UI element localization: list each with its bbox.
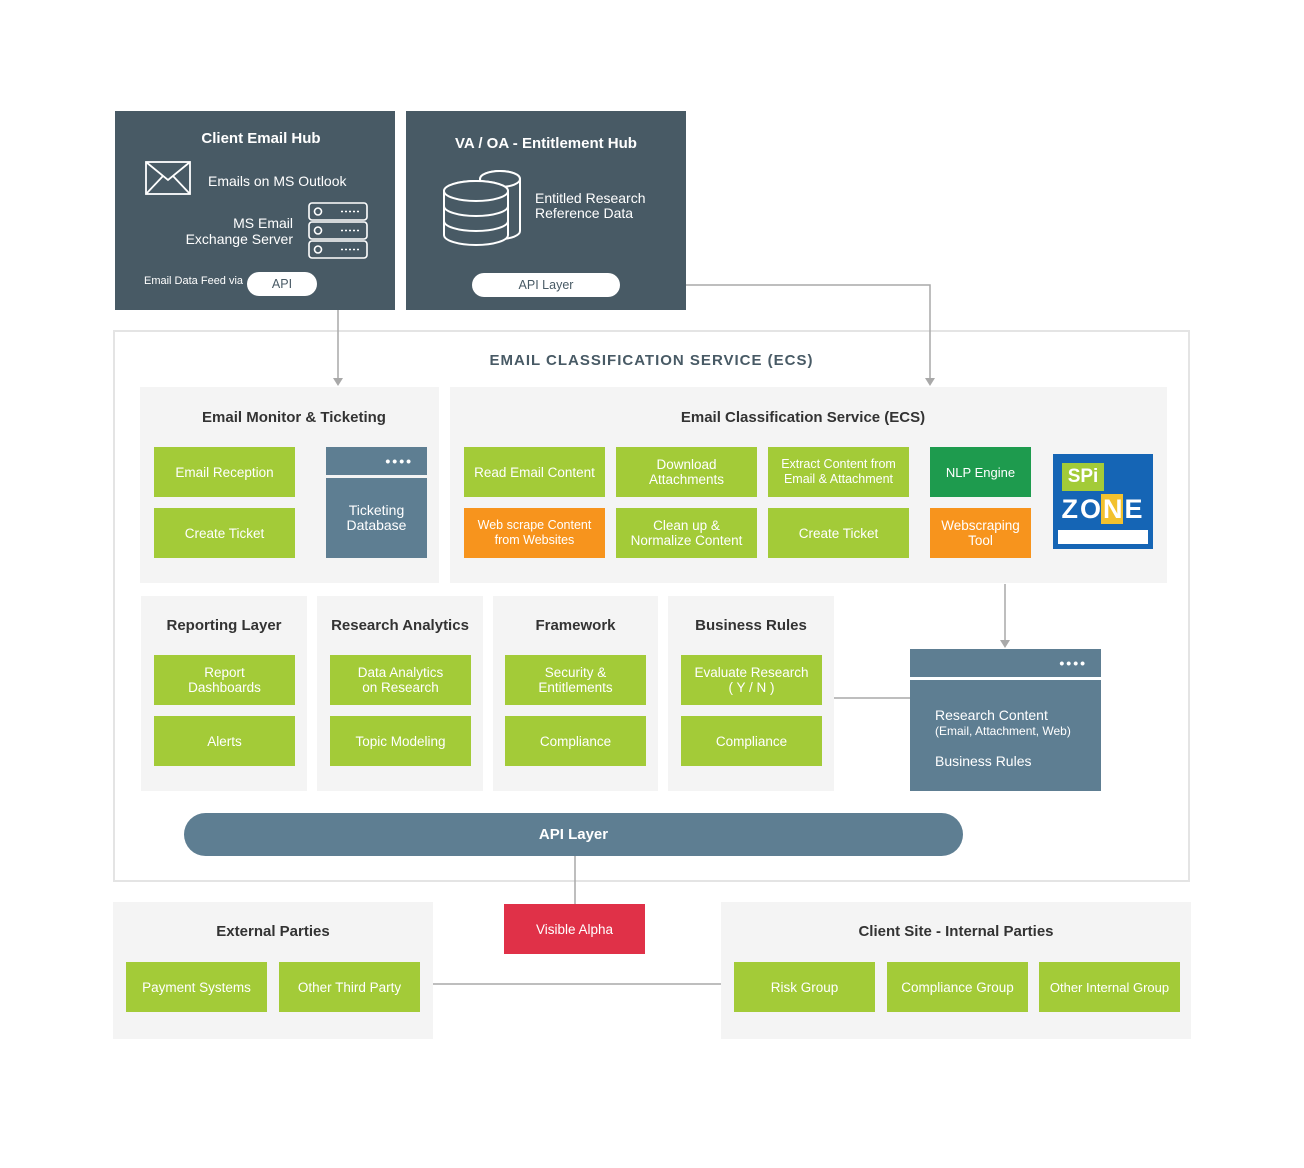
payment-systems-box[interactable]: Payment Systems — [126, 962, 267, 1012]
framework-panel: Framework Security & Entitlements Compli… — [493, 596, 658, 791]
ecs-title: Email Classification Service (ECS) — [680, 409, 926, 426]
monitor-panel: Email Monitor & Ticketing Email Receptio… — [140, 387, 439, 583]
research-db-header: •••• — [910, 649, 1101, 677]
framework-title: Framework — [535, 617, 616, 634]
entitlement-hub-title: VA / OA - Entitlement Hub — [455, 135, 637, 152]
reporting-title: Reporting Layer — [166, 617, 282, 634]
outlook-label: Emails on MS Outlook — [208, 173, 347, 189]
email-reception-box[interactable]: Email Reception — [154, 447, 295, 497]
alerts-box[interactable]: Alerts — [154, 716, 295, 766]
business-rules-label: Business Rules — [935, 753, 1032, 769]
ecs-section-title: EMAIL CLASSIFICATION SERVICE (ECS) — [489, 352, 814, 369]
data-analytics-box[interactable]: Data Analytics on Research — [330, 655, 471, 705]
research-content-label: Research Content — [935, 707, 1048, 723]
research-content-sub: (Email, Attachment, Web) — [935, 724, 1071, 738]
external-title: External Parties — [216, 923, 330, 940]
api-layer-pill[interactable]: API Layer — [472, 273, 620, 297]
clean-up-box[interactable]: Clean up & Normalize Content — [616, 508, 757, 558]
spi-zone-logo: SPi ZONE — [1053, 454, 1153, 549]
create-ticket-box[interactable]: Create Ticket — [154, 508, 295, 558]
read-email-box[interactable]: Read Email Content — [464, 447, 605, 497]
reporting-panel: Reporting Layer Report Dashboards Alerts — [141, 596, 307, 791]
feed-label: Email Data Feed via — [144, 275, 244, 287]
nlp-engine-box[interactable]: NLP Engine — [930, 447, 1031, 497]
extract-content-box[interactable]: Extract Content from Email & Attachment — [768, 447, 909, 497]
web-scrape-box[interactable]: Web scrape Content from Websites — [464, 508, 605, 558]
monitor-title: Email Monitor & Ticketing — [202, 409, 386, 426]
logo-zone-text: ZONE — [1061, 494, 1145, 524]
security-entitlements-box[interactable]: Security & Entitlements — [505, 655, 646, 705]
external-parties-panel: External Parties Payment Systems Other T… — [113, 902, 433, 1039]
client-hub-title: Client Email Hub — [201, 130, 321, 147]
ecs-outer-frame — [113, 330, 1190, 882]
framework-compliance-box[interactable]: Compliance — [505, 716, 646, 766]
business-rules-title: Business Rules — [695, 617, 807, 634]
api-layer-bar[interactable]: API Layer — [184, 813, 963, 856]
internal-title: Client Site - Internal Parties — [858, 923, 1054, 940]
database-icon — [443, 170, 521, 246]
other-internal-group-box[interactable]: Other Internal Group — [1039, 962, 1180, 1012]
exchange-label: MS Email Exchange Server — [185, 215, 293, 247]
analytics-title: Research Analytics — [331, 617, 469, 634]
ecs-panel: Email Classification Service (ECS) Read … — [450, 387, 1167, 583]
research-db-body[interactable]: Research Content (Email, Attachment, Web… — [910, 680, 1101, 791]
ticketing-db-header: •••• — [326, 447, 427, 475]
topic-modeling-box[interactable]: Topic Modeling — [330, 716, 471, 766]
report-dashboards-box[interactable]: Report Dashboards — [154, 655, 295, 705]
other-third-party-box[interactable]: Other Third Party — [279, 962, 420, 1012]
entitlement-hub: VA / OA - Entitlement Hub Entitled Resea… — [406, 111, 686, 310]
rules-compliance-box[interactable]: Compliance — [681, 716, 822, 766]
logo-spi-text: SPi — [1062, 463, 1104, 491]
server-icon — [308, 202, 368, 259]
evaluate-research-box[interactable]: Evaluate Research ( Y / N ) — [681, 655, 822, 705]
internal-parties-panel: Client Site - Internal Parties Risk Grou… — [721, 902, 1191, 1039]
download-attachments-box[interactable]: Download Attachments — [616, 447, 757, 497]
envelope-icon — [145, 161, 191, 195]
risk-group-box[interactable]: Risk Group — [734, 962, 875, 1012]
compliance-group-box[interactable]: Compliance Group — [887, 962, 1028, 1012]
analytics-panel: Research Analytics Data Analytics on Res… — [317, 596, 483, 791]
visible-alpha-box[interactable]: Visible Alpha — [504, 904, 645, 954]
ticketing-db-body[interactable]: Ticketing Database — [326, 478, 427, 558]
webscraping-tool-box[interactable]: Webscraping Tool — [930, 508, 1031, 558]
client-email-hub: Client Email Hub Emails on MS Outlook MS… — [115, 111, 395, 310]
arrow-api-to-ecs — [620, 284, 931, 378]
business-rules-panel: Business Rules Evaluate Research ( Y / N… — [668, 596, 834, 791]
entitled-data-label: Entitled Research Reference Data — [535, 190, 646, 221]
api-pill[interactable]: API — [247, 272, 317, 296]
ecs-create-ticket-box[interactable]: Create Ticket — [768, 508, 909, 558]
